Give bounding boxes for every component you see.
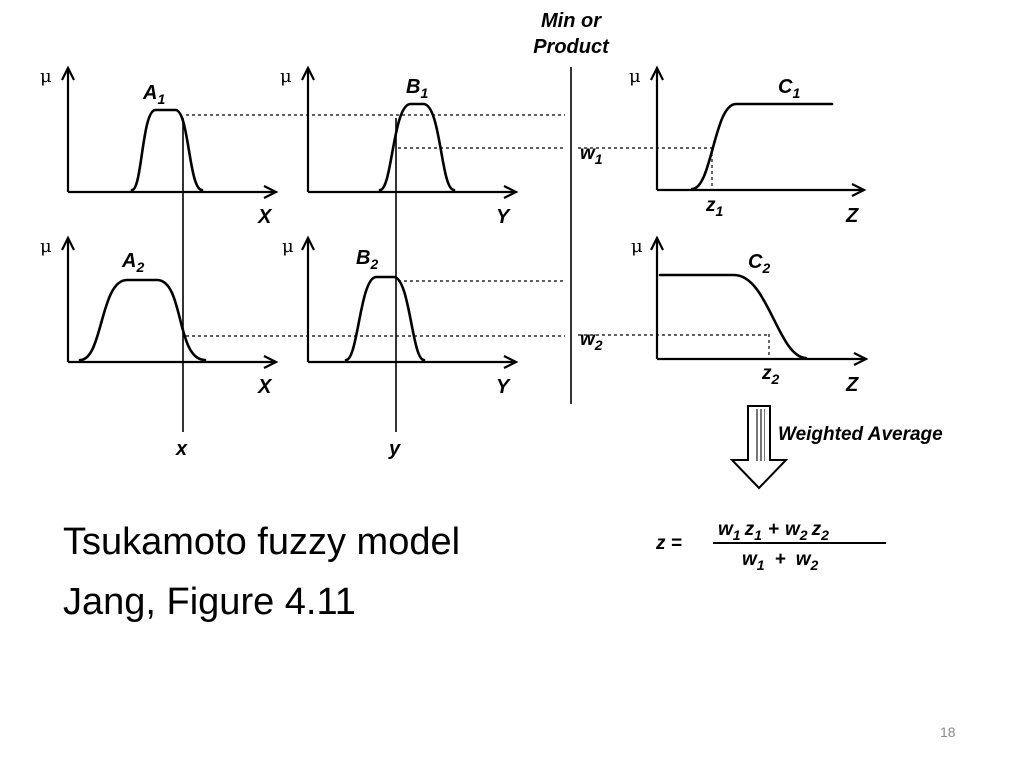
- caption-source: Jang, Figure 4.11: [63, 581, 356, 623]
- plot-B1: μ B1 Y: [280, 65, 519, 228]
- page-number: 18: [940, 724, 956, 740]
- z2-label: z2: [761, 363, 780, 387]
- axis-label-Z: Z: [845, 374, 859, 396]
- x-axis-arrow: [263, 355, 279, 369]
- x-axis-arrow: [263, 185, 279, 199]
- y-axis-arrow: [650, 65, 664, 81]
- axis-label-Y: Y: [496, 206, 511, 228]
- formula-denominator: w1+w2: [742, 549, 818, 573]
- set-label-A2: A2: [121, 250, 144, 275]
- w1-label: w1: [580, 143, 603, 167]
- x-axis-arrow: [853, 352, 869, 366]
- membership-curve-B1: [378, 102, 456, 192]
- plot-A2: μ A2 X: [40, 235, 279, 398]
- plot-C1: μ C1 Z z1: [629, 65, 867, 227]
- set-label-B2: B2: [356, 247, 378, 272]
- mu-label: μ: [282, 236, 294, 257]
- membership-curve-A2: [78, 278, 207, 362]
- axis-label-X: X: [257, 206, 273, 228]
- membership-curve-B2: [344, 275, 426, 362]
- set-label-A1: A1: [142, 82, 165, 107]
- membership-curve-C2: [658, 273, 808, 360]
- y-axis-arrow: [301, 235, 315, 251]
- product-label: Product: [533, 36, 610, 58]
- axis-label-Z: Z: [845, 205, 859, 227]
- axis-label-X: X: [257, 376, 273, 398]
- mu-label: μ: [280, 66, 292, 87]
- y-axis-arrow: [650, 235, 664, 251]
- plot-A1: μ A1 X: [40, 65, 279, 228]
- y-axis-arrow: [301, 65, 315, 81]
- mu-label: μ: [629, 66, 641, 87]
- membership-curve-A1: [130, 108, 204, 192]
- plot-B2: μ B2 Y: [282, 235, 519, 398]
- input-x-label: x: [175, 438, 188, 460]
- set-label-C2: C2: [748, 251, 770, 276]
- y-axis-arrow: [61, 65, 75, 81]
- set-label-B1: B1: [406, 76, 428, 101]
- z1-label: z1: [705, 195, 724, 219]
- mu-label: μ: [40, 236, 52, 257]
- x-axis-arrow: [851, 183, 867, 197]
- plot-C2: μ C2 Z z2: [631, 235, 869, 396]
- weighted-average-label: Weighted Average: [778, 424, 943, 445]
- weighted-average-arrow: [729, 405, 789, 490]
- membership-curve-C1: [690, 102, 834, 191]
- mu-label: μ: [631, 236, 643, 257]
- axis-label-Y: Y: [496, 376, 511, 398]
- input-y-label: y: [388, 438, 401, 460]
- x-axis-arrow: [503, 355, 519, 369]
- y-axis-arrow: [61, 235, 75, 251]
- min-or-label: Min or: [541, 10, 602, 32]
- x-axis-arrow: [503, 185, 519, 199]
- set-label-C1: C1: [778, 76, 800, 101]
- formula-lhs: z =: [655, 533, 682, 554]
- caption-title: Tsukamoto fuzzy model: [63, 521, 461, 563]
- mu-label: μ: [40, 66, 52, 87]
- w2-label: w2: [580, 329, 603, 353]
